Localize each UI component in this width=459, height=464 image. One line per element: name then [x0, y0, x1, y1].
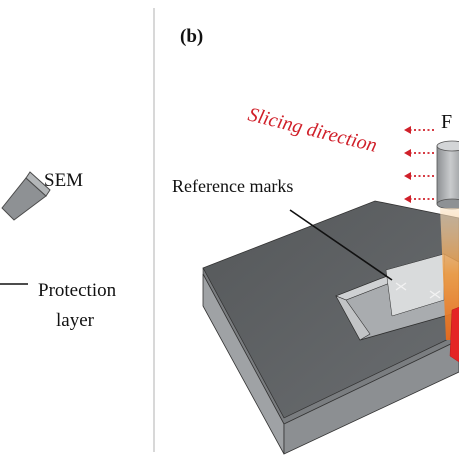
reference-mark-2	[429, 290, 441, 299]
slicing-arrow-head-2	[404, 149, 411, 157]
fib-column	[436, 140, 459, 210]
trench-left-wall	[335, 295, 371, 341]
sem-label: SEM	[44, 170, 83, 191]
slicing-arrow-head-4	[404, 195, 411, 203]
slicing-direction-arrows	[404, 126, 434, 203]
panel-label-b: (b)	[180, 26, 203, 47]
reference-mark-1	[395, 282, 407, 291]
reference-marks-label: Reference marks	[172, 176, 293, 196]
slicing-arrow-head-3	[404, 172, 411, 180]
ion-beam-glow	[440, 208, 459, 340]
slicing-direction-label: Slicing direction	[246, 104, 379, 157]
protection-label-line1: Protection	[38, 280, 117, 301]
fib-label-partial: F	[441, 111, 452, 133]
slice-face	[385, 253, 445, 317]
protection-label-line2: layer	[56, 310, 95, 331]
slicing-arrow-head-1	[404, 126, 411, 134]
sample-front-face	[283, 339, 459, 455]
sem-column	[1, 171, 51, 221]
sample-block	[202, 200, 459, 455]
reference-marks-pointer	[289, 209, 393, 281]
